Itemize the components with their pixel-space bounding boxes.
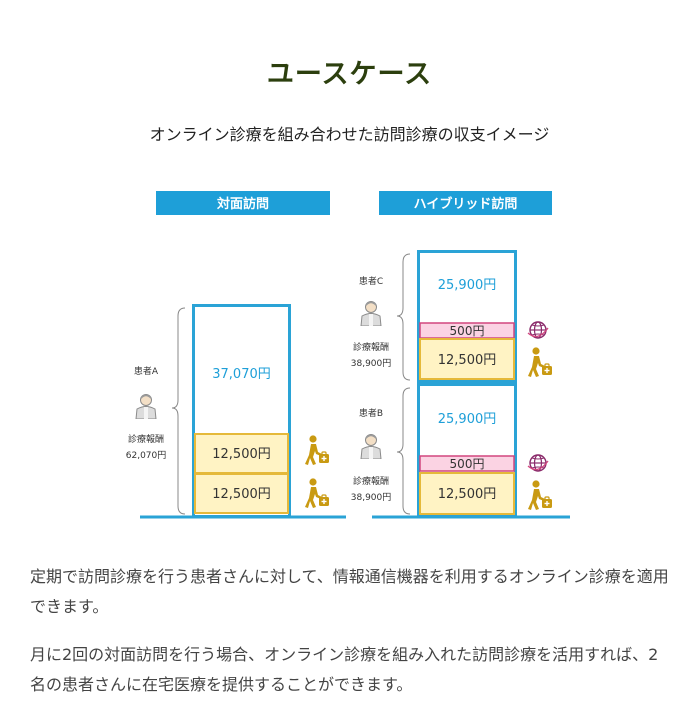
- right-upper-fee-value: 38,900円: [351, 358, 392, 369]
- right-lower-brace: [396, 387, 411, 515]
- description-paragraph-2: 月に2回の対面訪問を行う場合、オンライン診療を組み入れた訪問診療を活用すれば、2…: [30, 645, 659, 694]
- revenue-diagram: 対面訪問 37,070円 12,500円 12,500円 患者A 診療報酬 62…: [126, 191, 570, 519]
- right-upper-visit-box: [419, 338, 515, 380]
- doctor-walking-icon: [527, 480, 553, 510]
- right-upper-main-amount: 25,900円: [438, 278, 497, 293]
- right-upper-visit-amount: 12,500円: [438, 353, 497, 368]
- right-lower-visit-box: [419, 472, 515, 515]
- left-fee-value: 62,070円: [126, 450, 167, 461]
- left-fee-label: 診療報酬: [128, 433, 164, 445]
- doctor-walking-icon: [527, 347, 553, 377]
- globe-network-icon: [527, 454, 549, 472]
- left-brace: [171, 307, 186, 515]
- right-upper-fee-label: 診療報酬: [353, 341, 389, 353]
- patient-c-label: 患者C: [359, 275, 383, 287]
- doctor-walking-icon: [304, 435, 330, 465]
- elderly-person-icon: [360, 300, 382, 326]
- page-title: ユースケース: [266, 59, 433, 90]
- left-header-bar: [156, 191, 330, 215]
- right-lower-online-box: [419, 455, 515, 472]
- right-lower-main-amount: 25,900円: [438, 412, 497, 427]
- right-lower-online-amount: 500円: [450, 457, 485, 471]
- left-main-amount: 37,070円: [212, 367, 271, 382]
- patient-b-label: 患者B: [359, 407, 383, 419]
- elderly-person-icon: [360, 433, 382, 459]
- doctor-walking-icon: [304, 478, 330, 508]
- right-lower-visit-amount: 12,500円: [438, 487, 497, 502]
- page-subtitle: オンライン診療を組み合わせた訪問診療の収支イメージ: [149, 125, 550, 144]
- left-visit-amount-2: 12,500円: [212, 487, 271, 502]
- left-visit-amount-1: 12,500円: [212, 447, 271, 462]
- right-header-bar: [379, 191, 552, 215]
- right-upper-online-amount: 500円: [450, 324, 485, 338]
- elderly-person-icon: [135, 393, 157, 419]
- left-visit-box-2: [194, 473, 289, 514]
- patient-a-label: 患者A: [134, 365, 159, 377]
- left-header-label: 対面訪問: [216, 196, 269, 212]
- right-lower-fee-value: 38,900円: [351, 492, 392, 503]
- globe-network-icon: [527, 321, 549, 339]
- right-upper-brace: [396, 253, 411, 381]
- right-header-label: ハイブリッド訪問: [414, 196, 518, 212]
- description-paragraph-1: 定期で訪問診療を行う患者さんに対して、情報通信機器を利用するオンライン診療を適用…: [30, 567, 669, 616]
- right-lower-fee-label: 診療報酬: [353, 475, 389, 487]
